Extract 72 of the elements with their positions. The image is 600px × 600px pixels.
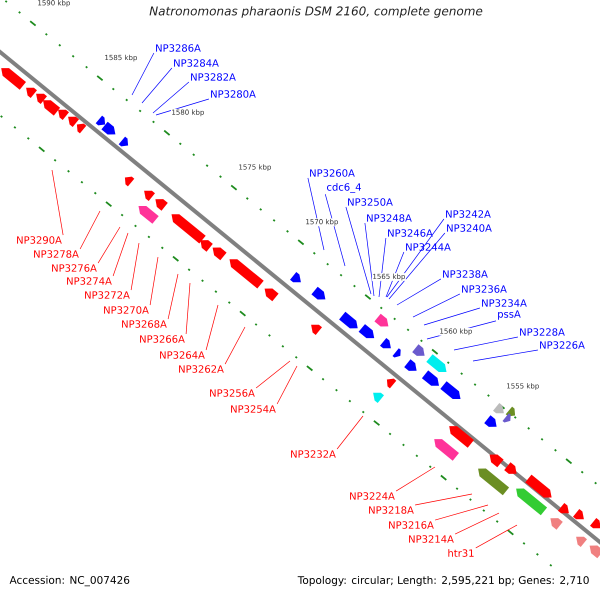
gene-label: NP3256A [210,389,255,397]
gene-label: NP3270A [104,306,149,314]
accession-text: Accession: NC_007426 [10,576,130,586]
leader-line [276,366,298,404]
gene-label: NP3246A [388,229,433,237]
gene-label: NP3274A [67,277,112,285]
gene-label: NP3260A [310,169,355,177]
leader-line [324,194,346,266]
leader-line [206,304,218,350]
gene-label: NP3250A [348,198,393,206]
gene-label: NP3238A [443,270,488,278]
gene-label: NP3268A [122,320,167,328]
leader-line [475,524,518,548]
gene-label: NP3290A [17,236,62,244]
leader-line [98,226,120,264]
gene-label: NP3228A [520,328,565,336]
leader-line [336,416,364,450]
gene-label: pssA [498,310,521,320]
gene-label: NP3240A [447,224,492,232]
gene-label: NP3218A [369,506,414,514]
gene-label: NP3272A [85,291,130,299]
leader-line [386,218,444,298]
gene-label: NP3284A [174,59,219,67]
leader-line [130,242,140,290]
leader-line [168,274,178,320]
leader-line [396,466,436,492]
leader-line [142,68,172,104]
leader-line [156,98,210,116]
leader-line [412,294,460,318]
gene-label: NP3262A [179,365,224,373]
leader-line [186,282,190,334]
gene-label: NP3236A [462,285,507,293]
gene-label: NP3286A [156,44,201,52]
gene-label: NP3254A [231,405,276,413]
genome-info-text: Topology: circular; Length: 2,595,221 bp; Genes: 2,710 [298,576,589,586]
leader-line [256,360,290,388]
gene-label: NP3276A [52,264,97,272]
gene-label: NP3248A [367,214,412,222]
gene-label: NP3282A [191,73,236,81]
leader-line [388,232,446,300]
leader-line [308,178,324,250]
leader-line [152,82,190,114]
gene-label: NP3226A [540,341,585,349]
leader-line [396,278,442,306]
gene-label: NP3214A [409,535,454,543]
leader-line [378,238,386,298]
leader-line [364,222,374,296]
leader-line [132,52,154,96]
leader-line [454,336,518,350]
gene-label: NP3242A [446,210,491,218]
gene-label: htr31 [448,549,474,557]
gene-label: NP3232A [291,450,336,458]
leader-line [80,210,100,250]
leader-line [454,512,500,534]
gene-label: NP3234A [482,299,527,307]
title: Natronomonas pharaonis DSM 2160, complete genome [150,6,482,18]
leader-line [414,494,472,506]
gene-label: NP3266A [140,335,185,343]
gene-label: NP3224A [350,492,395,500]
gene-label: NP3278A [34,250,79,258]
leader-line [112,232,128,276]
leader-line [472,350,538,362]
gene-label: cdc6_4 [327,183,361,193]
leader-line [424,308,480,326]
leader-line [224,326,246,364]
gene-label: NP3264A [160,351,205,359]
gene-label: NP3280A [211,90,256,98]
leader-line [52,170,64,236]
gene-label: NP3216A [389,521,434,529]
leader-line [346,206,372,294]
leader-line [434,504,488,520]
leader-line [150,256,158,306]
